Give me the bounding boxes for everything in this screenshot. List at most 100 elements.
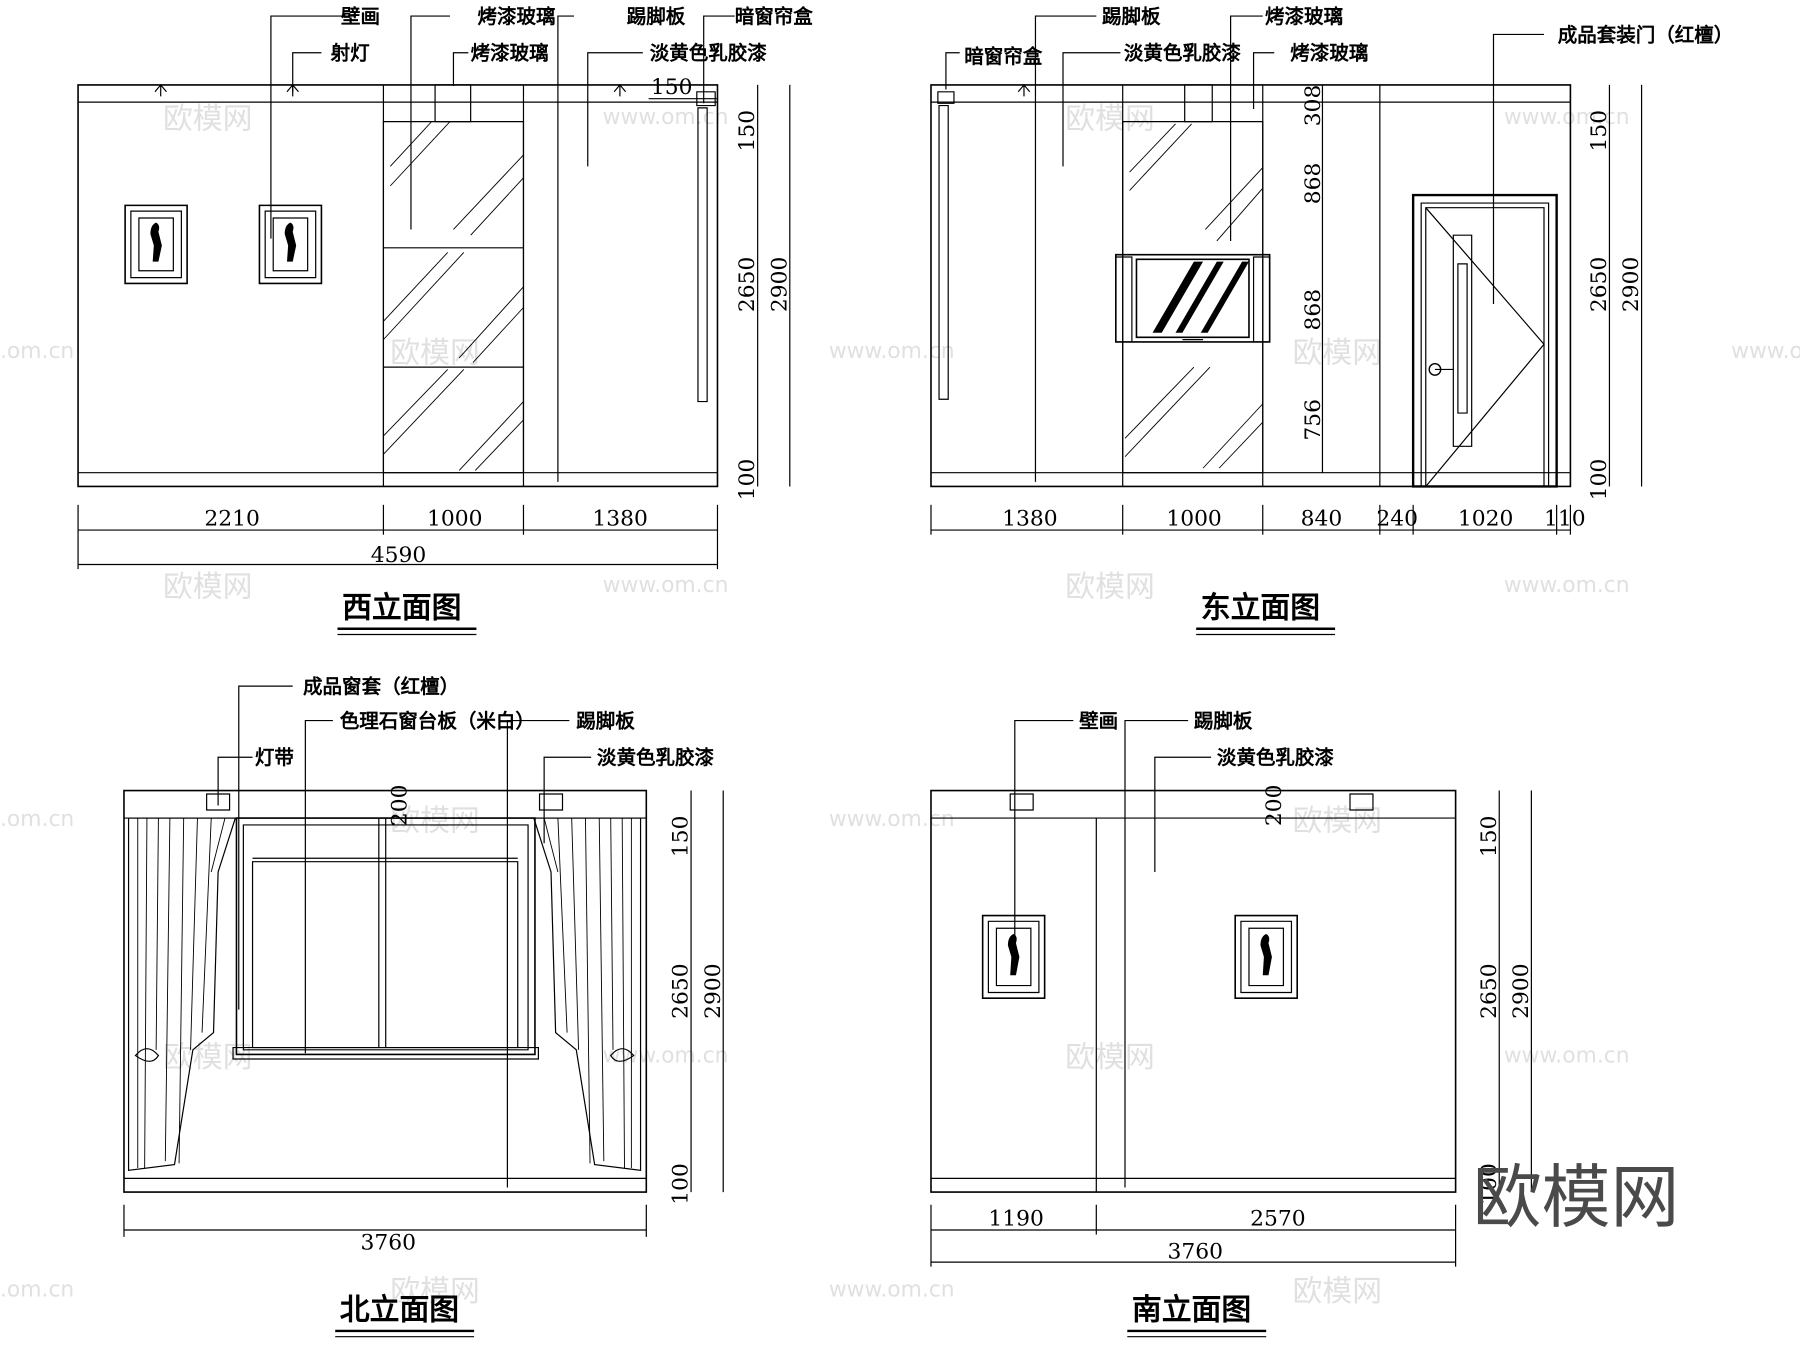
label-window-frame: 成品窗套（红檀） — [303, 675, 459, 698]
label-sill: 色理石窗台板（米白） — [340, 709, 535, 732]
leader-line — [305, 721, 333, 1054]
leader-line — [1231, 16, 1263, 241]
light-strip — [540, 794, 563, 810]
label-latex: 淡黄色乳胶漆 — [1217, 746, 1335, 769]
dim-text: 756 — [1301, 399, 1326, 441]
figure-icon — [1260, 933, 1272, 976]
watermark-text: 欧模网 — [1065, 102, 1155, 137]
window-sill — [233, 1048, 538, 1059]
elevation-title: 南立面图 — [1132, 1292, 1251, 1327]
leader-line — [1015, 721, 1074, 953]
watermark-url: www.om.cn — [603, 1043, 729, 1068]
watermark-url: www.om.cn — [829, 339, 955, 364]
wall-outline — [931, 791, 1456, 1193]
watermark-text: 欧模网 — [390, 804, 480, 839]
leader-line — [544, 757, 591, 843]
dim-text: 2650 — [1587, 257, 1612, 312]
leader-line — [1254, 53, 1275, 109]
label-skirting: 踢脚板 — [627, 5, 686, 28]
figure-icon — [150, 222, 162, 262]
watermark-text: 欧模网 — [163, 1040, 253, 1075]
dim-text: 2900 — [1619, 257, 1644, 312]
leader-line — [1155, 757, 1211, 872]
leader-line — [239, 686, 293, 1010]
dim-text: 2650 — [735, 257, 760, 312]
label-latex: 淡黄色乳胶漆 — [597, 746, 715, 769]
east-elevation: 踢脚板 烤漆玻璃 暗窗帘盒 淡黄色乳胶漆 烤漆玻璃 成品套装门（红檀） 308 … — [931, 5, 1733, 635]
wall-outline — [124, 791, 646, 1193]
label-glass: 烤漆玻璃 — [478, 5, 556, 28]
figure-icon — [284, 222, 297, 262]
watermark-text: 欧模网 — [390, 1274, 480, 1309]
dim-text: 2210 — [204, 506, 259, 531]
dim-text: 150 — [651, 75, 693, 100]
watermark-url: .om.cn — [0, 339, 74, 364]
west-elevation: 壁画 射灯 烤漆玻璃 烤漆玻璃 踢脚板 淡黄色乳胶漆 暗窗帘盒 2210 100… — [78, 5, 813, 635]
dim-text: 100 — [735, 459, 760, 501]
dim-text: 308 — [1301, 85, 1326, 127]
glass-hatch — [383, 122, 523, 471]
label-skirting: 踢脚板 — [1194, 709, 1253, 732]
label-latex: 淡黄色乳胶漆 — [1124, 42, 1242, 65]
leader-line — [1035, 16, 1096, 482]
spotlight-icon — [614, 85, 625, 96]
leader-line — [507, 721, 569, 1188]
dim-text: 2900 — [1509, 963, 1534, 1018]
watermark-url: www.om.cn — [603, 573, 729, 598]
site-logo: 欧模网 — [1473, 1158, 1680, 1238]
painting-frame — [259, 205, 321, 283]
label-skirting: 踢脚板 — [576, 709, 635, 732]
leader-line — [558, 16, 574, 482]
elevation-title: 北立面图 — [340, 1292, 459, 1327]
light-strip — [1350, 794, 1373, 810]
dim-text: 100 — [669, 1163, 694, 1205]
curtain-fold — [698, 108, 707, 402]
label-glass: 烤漆玻璃 — [1265, 5, 1343, 28]
label-door: 成品套装门（红檀） — [1558, 23, 1734, 46]
entry-door — [1413, 195, 1556, 486]
dim-text: 4590 — [371, 543, 426, 568]
leader-line — [293, 53, 322, 92]
leader-line — [946, 53, 960, 90]
dim-text: 240 — [1376, 506, 1418, 531]
watermark-text: 欧模网 — [1065, 570, 1155, 605]
dim-text: 150 — [735, 110, 760, 152]
spotlight-icon — [1018, 85, 1029, 96]
light-strip — [1010, 794, 1033, 810]
dim-text: 868 — [1301, 163, 1326, 205]
dim-text: 2900 — [767, 257, 792, 312]
wall-outline — [78, 85, 717, 487]
glass-panel — [383, 122, 523, 473]
dim-text: 150 — [1587, 110, 1612, 152]
dim-text: 1020 — [1458, 506, 1513, 531]
label-latex: 淡黄色乳胶漆 — [650, 42, 768, 65]
label-glass: 烤漆玻璃 — [1290, 42, 1368, 65]
leader-line — [588, 53, 643, 167]
curtain-box — [938, 92, 954, 103]
dim-text: 200 — [387, 785, 412, 827]
dim-text: 110 — [1544, 506, 1586, 531]
watermark-url: www.om.cn — [1504, 105, 1630, 130]
dim-text: 200 — [1262, 785, 1287, 827]
leader-line — [1493, 34, 1544, 304]
dim-text: 2650 — [1477, 963, 1502, 1018]
watermark-url: www.om.cn — [1731, 339, 1800, 364]
dim-text: 150 — [669, 815, 694, 857]
north-elevation: 成品窗套（红檀） 色理石窗台板（米白） 踢脚板 灯带 淡黄色乳胶漆 200 37… — [124, 675, 726, 1337]
label-glass: 烤漆玻璃 — [471, 42, 549, 65]
dim-text: 1380 — [592, 506, 647, 531]
leader-line — [271, 16, 356, 239]
label-curtain-box: 暗窗帘盒 — [735, 5, 814, 28]
dim-text: 150 — [1477, 815, 1502, 857]
label-skirting: 踢脚板 — [1102, 5, 1161, 28]
curtain-left — [129, 818, 236, 1170]
watermark-text: 欧模网 — [1065, 1040, 1155, 1075]
elevation-title: 东立面图 — [1201, 590, 1320, 625]
dim-text: 1000 — [1166, 506, 1221, 531]
watermark-text: 欧模网 — [163, 570, 253, 605]
dim-text: 1190 — [988, 1206, 1043, 1231]
curtain-right — [534, 818, 641, 1170]
glass-panel — [1123, 122, 1263, 473]
dim-text: 2570 — [1250, 1206, 1305, 1231]
